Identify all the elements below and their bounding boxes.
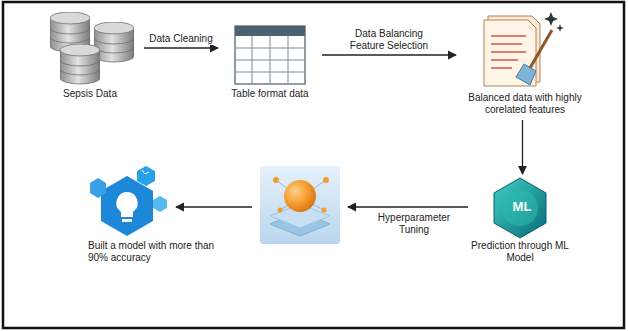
edge-label: Data Balancing Feature Selection	[341, 28, 437, 52]
step-caption: Balanced data with highly corelated feat…	[460, 92, 590, 116]
flow-arrow	[176, 206, 252, 207]
flow-arrow	[348, 206, 468, 207]
edge-note: Hyperparameter Tuning	[372, 212, 456, 236]
database-icon	[50, 12, 134, 84]
process-step: Table format data	[222, 22, 318, 102]
document-icon	[484, 12, 564, 86]
flow-arrow	[144, 47, 218, 48]
frame	[3, 2, 624, 328]
step-caption: Table format data	[222, 88, 318, 100]
step-caption: Prediction through ML Model	[470, 240, 570, 264]
process-step: Sepsis Data	[40, 8, 140, 102]
model-tuning-icon	[260, 166, 340, 244]
process-step: Built a model with more than 90% accurac…	[88, 162, 228, 266]
step-caption: Sepsis Data	[40, 88, 140, 100]
flow-arrow	[522, 120, 523, 174]
success-icon	[90, 166, 167, 236]
step-caption: Built a model with more than 90% accurac…	[88, 240, 228, 264]
edge-label: Data Cleaning	[139, 33, 223, 45]
process-step: Balanced data with highly corelated feat…	[460, 6, 590, 118]
process-step: Prediction through ML Model	[470, 176, 570, 266]
table-icon	[235, 26, 305, 84]
ml-icon	[494, 178, 546, 238]
icon-text: ML	[500, 199, 544, 214]
flow-arrow	[322, 54, 456, 55]
